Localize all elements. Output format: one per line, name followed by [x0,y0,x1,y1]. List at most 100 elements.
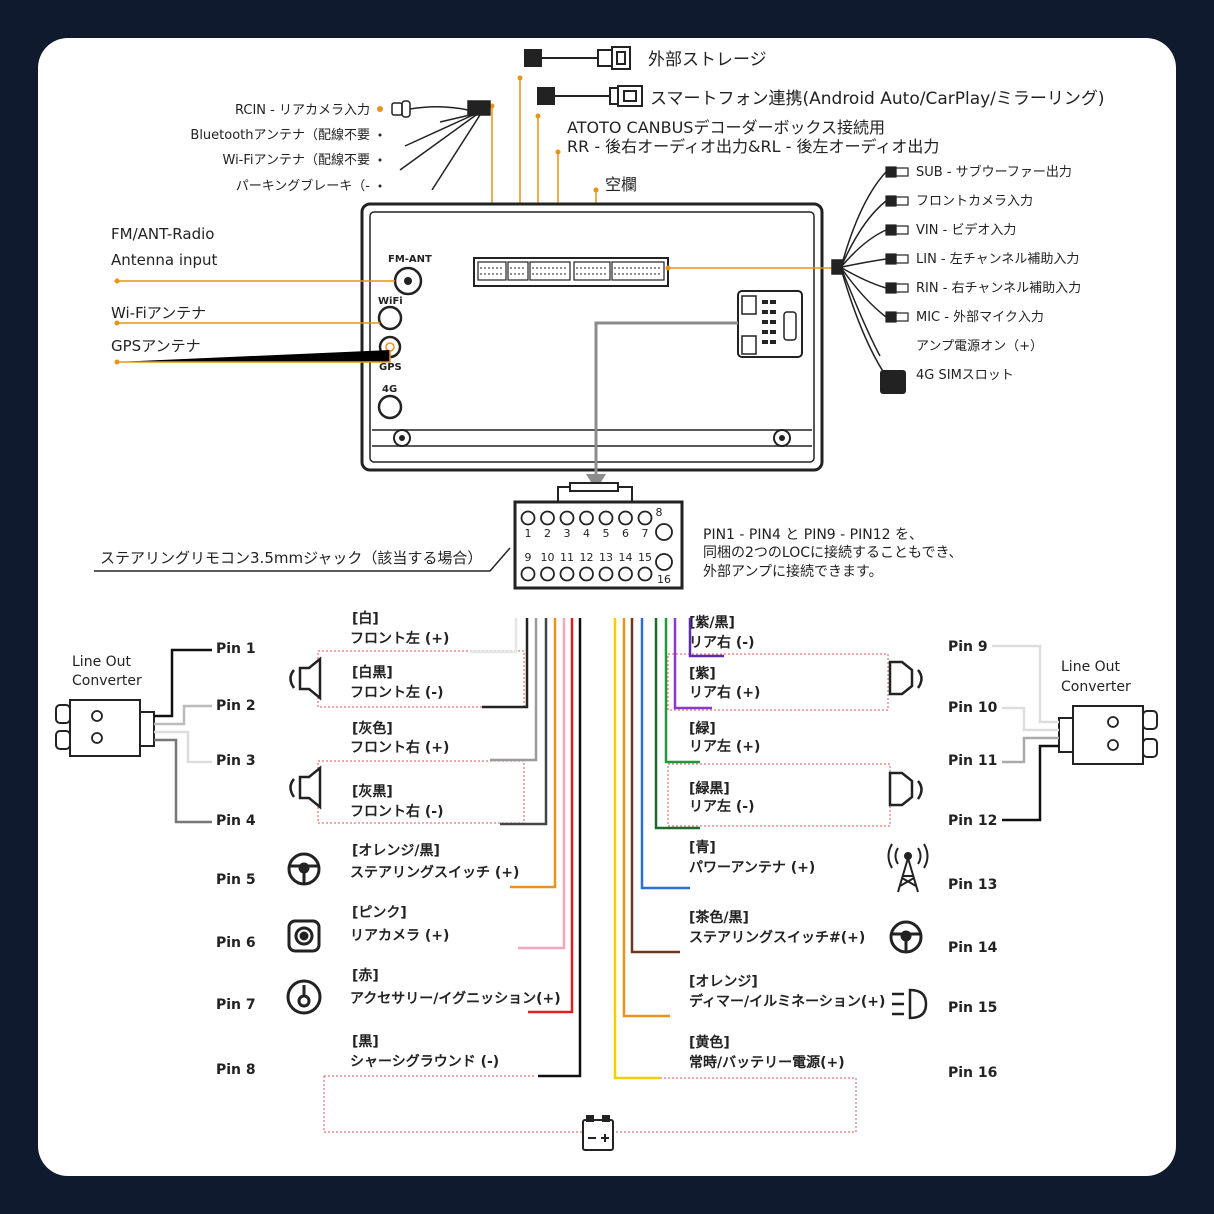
pin-label: Pin 6 [216,935,256,951]
ground-battery-box [323,1075,857,1133]
wire-color-label: [緑黒] [689,780,730,797]
pin-label: Pin 1 [216,641,256,657]
wifi-port-label: WiFi [378,296,403,307]
usb-smartphone-connector-icon [537,85,643,107]
wire-color-label: [オレンジ] [689,974,758,990]
pin-number: 10 [541,551,555,564]
wire [664,618,700,764]
wire-function-label: アクセサリー/イグニッション(+) [350,990,561,1007]
converter-right-line2: Converter [1061,679,1131,695]
pin-label: Pin 4 [216,813,256,829]
line-out-converter-right: Line Out Converter [992,644,1158,822]
parking-brake-label: パーキングブレーキ（- [236,178,371,194]
wire-color-label: [オレンジ/黒] [352,843,440,859]
pin-socket [598,510,614,526]
wire-function-label: リア左 (+) [689,738,760,755]
speaker-icon [888,771,923,807]
wire-color-label: [紫] [689,665,716,682]
note-line2: 同梱の2つのLOCに接続することもでき、 [703,544,962,561]
rcin-label: RCIN - リアカメラ入力 [235,103,370,118]
pin-label: Pin 16 [948,1065,997,1081]
wire-color-label: [黄色] [689,1034,730,1051]
pin-number: 16 [657,573,671,586]
connection-arrow [594,321,738,476]
pin-socket [618,566,633,582]
wire-function-label: 常時/バッテリー電源(+) [689,1054,845,1071]
gps-port-label: GPS [379,362,402,373]
pin-socket [520,566,536,582]
pin-number: 1 [525,527,532,540]
wire-color-label: [灰色] [352,720,393,737]
wire-function-label: シャーシグラウンド (-) [350,1053,499,1070]
empty-label: 空欄 [605,175,637,194]
pin-label: Pin 14 [948,940,998,956]
wire [613,618,660,1080]
wire-color-label: [白黒] [352,664,393,681]
speaker-icon [289,765,322,810]
rr-rl-label: RR - 後右オーディオ出力&RL - 後左オーディオ出力 [567,137,939,156]
pin-number: 11 [560,551,574,564]
head-unit: FM-ANT WiFi GPS 4G [360,202,824,472]
pin-socket [579,566,594,582]
pin-label: Pin 5 [216,872,256,888]
wire [538,618,582,1078]
wire [490,618,538,762]
sim-slot-icon [880,370,906,394]
speaker-icon [289,656,322,701]
wire-function-label: ステアリングスイッチ#(+) [689,929,865,946]
wire [528,618,574,1014]
note-line3: 外部アンプに接続できます。 [703,563,883,580]
usb-storage-connector-icon [524,46,631,70]
wire-color-label: [紫/黒] [689,614,735,631]
line-out-converter-left: Line Out Converter [55,648,212,824]
rin-label: RIN - 右チャンネル補助入力 [916,281,1081,296]
pin-label: Pin 7 [216,997,256,1013]
camera-icon [287,919,321,953]
lin-label: LIN - 左チャンネル補助入力 [916,252,1079,267]
wire [470,618,518,654]
rca-plug-icons [885,166,909,323]
rcin-dot [377,106,383,112]
pin-label: Pin 11 [948,753,997,769]
smartphone-label: スマートフォン連携(Android Auto/CarPlay/ミラーリング) [650,89,1105,109]
wire-color-label: [黒] [352,1034,379,1050]
wire [500,618,548,826]
pin-label: Pin 3 [216,753,256,769]
antenna-tower-icon [887,843,929,893]
wire-color-label: [緑] [689,720,716,737]
pin-label: Pin 8 [216,1062,256,1078]
pin-socket [637,510,653,526]
pin-socket [540,510,555,526]
wire [688,618,724,658]
front-camera-label: フロントカメラ入力 [916,194,1033,209]
note-line1: PIN1 - PIN4 と PIN9 - PIN12 を、 [703,527,923,543]
pin-socket [559,566,575,582]
pin-label: Pin 13 [948,877,997,893]
key-icon [286,979,322,1015]
pin-socket [579,510,594,526]
converter-left-line1: Line Out [72,654,132,670]
pin-label: Pin 9 [948,639,988,655]
wire-function-label: リアカメラ (+) [350,928,449,944]
antenna-leader-lines [117,280,395,363]
amp-on-label: アンプ電源オン（+） [916,339,1043,354]
steering-wheel-icon [889,920,923,954]
pin-socket [618,510,633,526]
pin-number: 12 [580,551,594,564]
wire-color-label: [青] [689,839,716,856]
rca-bundle-icon [391,100,491,191]
fm-label-line1: FM/ANT-Radio [111,225,214,243]
wire-function-label: フロント左 (+) [350,630,449,647]
wire [482,618,529,709]
pin-label: Pin 10 [948,700,998,716]
pin-number: 15 [638,551,652,564]
wire-color-label: [赤] [352,968,379,984]
fm-ant-port-label: FM-ANT [388,254,432,265]
wire-function-label: リア左 (-) [689,798,754,815]
pin-number: 4 [583,527,590,540]
pin-socket [559,510,575,526]
pin-socket [637,566,653,582]
external-storage-label: 外部ストレージ [648,50,767,70]
